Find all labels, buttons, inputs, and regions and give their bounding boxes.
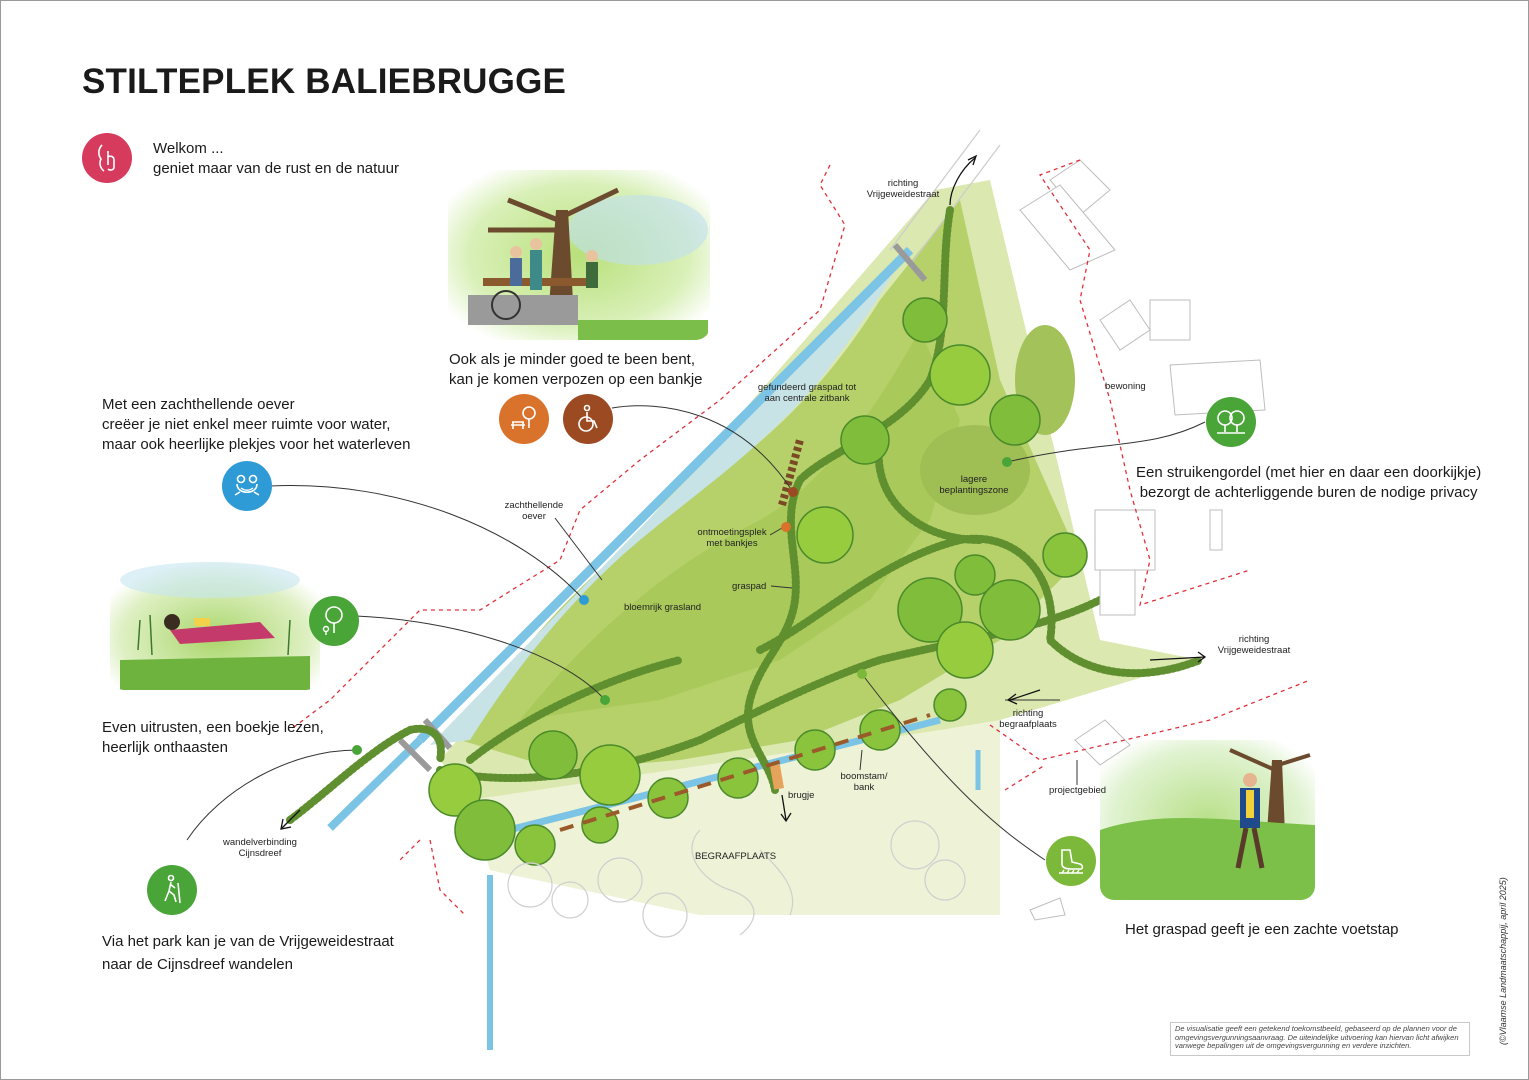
callout-shore-text: Met een zachthellende oever creëer je ni… (102, 395, 411, 455)
scene-park-bench-illustration (448, 170, 710, 340)
hiker-icon (147, 865, 197, 915)
callout-rest-text: Even uitrusten, een boekje lezen, heerli… (102, 718, 324, 758)
callout-bench-line-1: Ook als je minder goed te been bent, (449, 351, 695, 368)
welcome-line-2: geniet maar van de rust en de natuur (153, 160, 399, 177)
callout-shore-line-1: Met een zachthellende oever (102, 396, 295, 413)
label-boomstam-1: boomstam/ (840, 771, 888, 782)
label-lagere-beplantingszone: lagere beplantingszone (932, 474, 1016, 496)
meadow-inner (520, 330, 960, 720)
callout-shrub-line-2: bezorgt de achterliggende buren de nodig… (1139, 484, 1478, 501)
callout-rest-line-1: Even uitrusten, een boekje lezen, (102, 719, 324, 736)
label-boomstam-2: bank (853, 782, 875, 793)
label-zachthellende-oever: zachthellende oever (496, 500, 572, 522)
label-richting-top-1: richting (887, 178, 919, 189)
label-begraafplaats: BEGRAAFPLAATS (695, 851, 777, 862)
label-lagere-2: beplantingszone (939, 485, 1009, 496)
grass-path-main (744, 206, 954, 794)
tree-flower-icon (309, 596, 359, 646)
log-bench (559, 713, 931, 832)
callout-grasspath-line-1: Het graspad geeft je een zachte voetstap (1125, 921, 1399, 938)
label-gefundeerd-2: aan centrale zitbank (764, 393, 850, 404)
frog-icon (222, 461, 272, 511)
label-richting-begraafplaats: richting begraafplaats (990, 708, 1066, 730)
label-wandelverbinding: wandelverbinding Cijnsdreef (216, 837, 304, 859)
label-bloemrijk-grasland: bloemrijk grasland (624, 602, 702, 613)
label-graspad: graspad (732, 581, 767, 592)
callout-rest-line-2: heerlijk onthaasten (102, 739, 228, 756)
callout-bench-line-2: kan je komen verpozen op een bankje (449, 371, 703, 388)
label-projectgebied: projectgebied (1049, 785, 1107, 796)
footpath-cijnsdreef (286, 724, 445, 824)
label-wandel-1: wandelverbinding (223, 837, 297, 848)
label-richting-right: richting Vrijgeweidestraat (1206, 634, 1302, 656)
foot-grass-icon (1046, 836, 1096, 886)
label-ontmoeting-1: ontmoetingsplek (697, 527, 767, 538)
wheelchair-icon (563, 394, 613, 444)
bridge (769, 764, 785, 790)
callout-shrub-text: Een struikengordel (met hier en daar een… (1136, 463, 1481, 503)
welcome-line-1: Welkom ... (153, 140, 224, 157)
callout-walk-text: Via het park kan je van de Vrijgeweidest… (102, 930, 394, 976)
scene-walker-illustration (1100, 740, 1315, 900)
bench-tree-icon (499, 394, 549, 444)
callout-shrub-line-1: Een struikengordel (met hier en daar een… (1136, 464, 1482, 481)
callout-shore-line-2: creëer je niet enkel meer ruimte voor wa… (102, 416, 391, 433)
silence-gesture-icon (82, 133, 132, 183)
label-richting-begr-1: richting (1012, 708, 1044, 719)
label-brugje: brugje (788, 790, 815, 801)
label-ontmoetingsplek: ontmoetingsplek met bankjes (694, 527, 770, 549)
callout-walk-line-1: Via het park kan je van de Vrijgeweidest… (102, 933, 394, 950)
project-boundary-east (1039, 159, 1251, 606)
welcome-text: Welkom ... geniet maar van de rust en de… (153, 139, 399, 179)
callout-walk-line-2: naar de Cijnsdreef wandelen (102, 956, 293, 973)
label-wandel-2: Cijnsdreef (238, 848, 282, 859)
callout-grasspath-text: Het graspad geeft je een zachte voetstap (1125, 920, 1399, 940)
label-richting-right-2: Vrijgeweidestraat (1217, 645, 1291, 656)
callout-bench-text: Ook als je minder goed te been bent, kan… (449, 350, 703, 390)
label-bewoning: bewoning (1105, 381, 1146, 392)
label-gefundeerd-1: gefundeerd graspad tot (757, 382, 857, 393)
cemetery-ditch (469, 716, 941, 844)
label-richting-top: richting Vrijgeweidestraat (866, 178, 940, 200)
label-boomstam-bank: boomstam/ bank (832, 771, 896, 793)
label-richting-begr-2: begraafplaats (999, 719, 1057, 730)
label-lagere-1: lagere (960, 474, 988, 485)
label-ontmoeting-2: met bankjes (706, 538, 758, 549)
trees-icon (1206, 397, 1256, 447)
label-gefundeerd-graspad: gefundeerd graspad tot aan centrale zitb… (752, 382, 862, 404)
label-oever-2: oever (522, 511, 546, 522)
water-channel-lower (327, 737, 423, 831)
callout-shore-line-3: maar ook heerlijke plekjes voor het wate… (102, 436, 411, 453)
copyright-credit: (©Vlaamse Landmaatschappij, april 2025) (1498, 877, 1508, 1045)
disclaimer-box: De visualisatie geeft een getekend toeko… (1170, 1022, 1470, 1056)
label-richting-top-2: Vrijgeweidestraat (866, 189, 940, 200)
water-channel (416, 246, 914, 744)
scene-reading-illustration (110, 560, 320, 690)
label-richting-right-1: richting (1238, 634, 1270, 645)
page-title: STILTEPLEK BALIEBRUGGE (82, 62, 567, 101)
label-oever-1: zachthellende (504, 500, 564, 511)
lower-planting-zone (920, 425, 1030, 515)
